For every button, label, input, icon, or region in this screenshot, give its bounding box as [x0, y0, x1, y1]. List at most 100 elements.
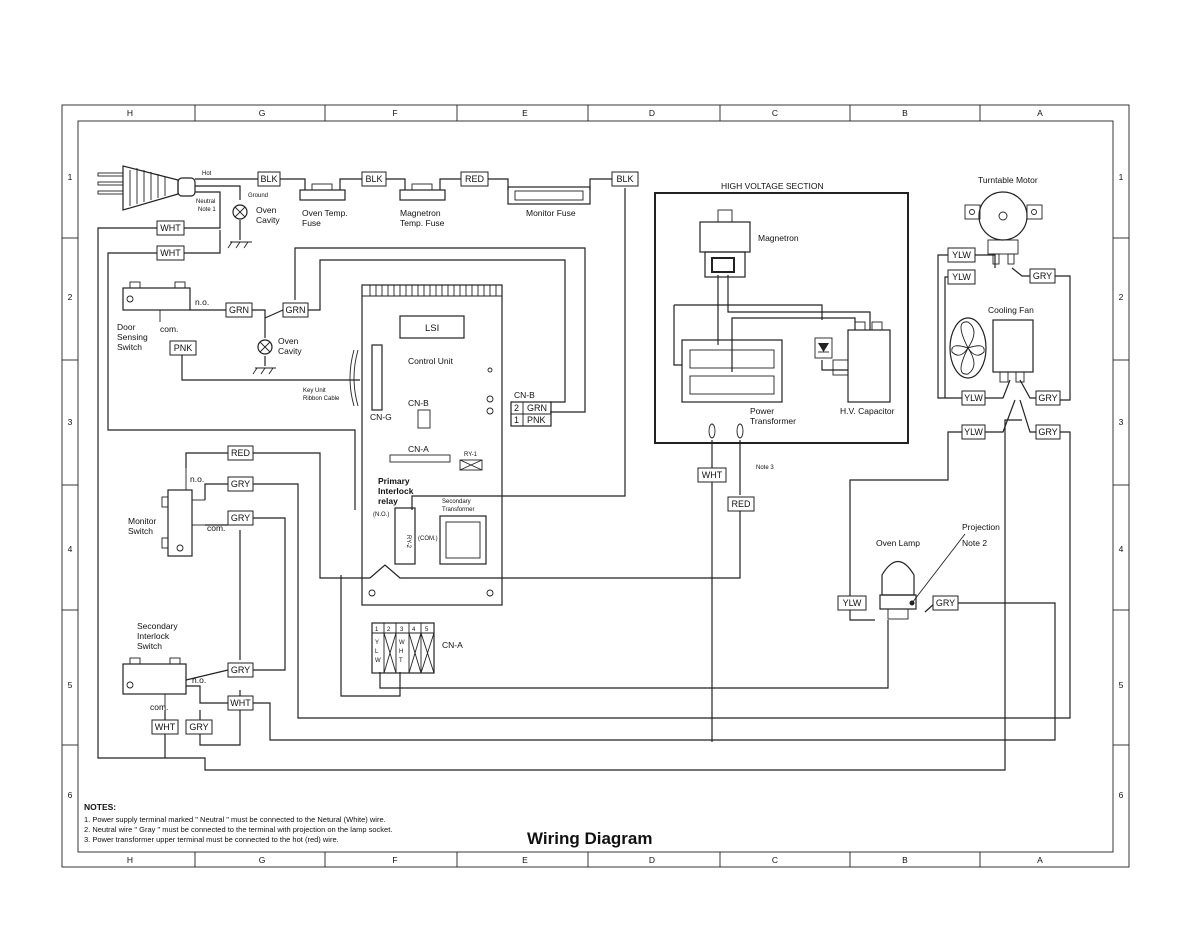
power-plug-icon — [97, 165, 196, 211]
wire-tag: WHT — [702, 470, 723, 480]
lsi-label: LSI — [425, 323, 439, 334]
wire-tag: GRY — [231, 665, 250, 675]
wire-tag: WHT — [230, 698, 251, 708]
col-label: A — [1037, 855, 1043, 865]
cn-b-pin-num: 2 — [514, 403, 519, 413]
wire-tag: WHT — [160, 223, 181, 233]
cn-a-wire-letter: H — [399, 649, 403, 655]
cn-a-pin: 1 — [375, 627, 379, 633]
cn-a-wire-letter: W — [399, 640, 405, 646]
ground-icon — [227, 241, 252, 249]
ry1-label: RY-1 — [464, 452, 478, 458]
col-label: H — [127, 108, 133, 118]
note-item: 2. Neutral wire " Gray " must be connect… — [84, 825, 392, 834]
col-label: C — [772, 855, 778, 865]
high-voltage-section — [654, 192, 909, 444]
no-label: n.o. — [192, 675, 206, 685]
wire-tag: YLW — [843, 598, 862, 608]
wire-tag: RED — [465, 174, 485, 184]
turntable-motor-icon — [964, 191, 1043, 265]
note-item: 1. Power supply terminal marked " Neutra… — [84, 815, 386, 824]
monitor-fuse-icon — [507, 186, 591, 205]
no-label: n.o. — [195, 297, 209, 307]
col-label: D — [649, 855, 655, 865]
wire-tag: GRY — [231, 479, 250, 489]
monitor-fuse-label: Monitor Fuse — [526, 208, 576, 218]
turntable-motor-label: Turntable Motor — [978, 175, 1038, 185]
cn-a-center-label: CN-A — [408, 444, 429, 454]
ribbon-cable-connector — [349, 344, 383, 411]
cn-a-connector — [371, 622, 435, 674]
cn-a-pin: 2 — [387, 627, 391, 633]
wire-tag: GRN — [229, 305, 249, 315]
cn-a-pin: 4 — [412, 627, 416, 633]
ry2-label: RY-2 — [405, 535, 411, 549]
note3-label: Note 3 — [756, 465, 774, 471]
cn-a-pin: 3 — [400, 627, 404, 633]
wire-tag: WHT — [155, 722, 176, 732]
row-label: 4 — [1119, 544, 1124, 554]
note1-label: Note 1 — [198, 207, 216, 213]
magnetron-label: Magnetron — [758, 233, 799, 243]
secondary-interlock-switch-icon — [122, 657, 187, 708]
note-item: 3. Power transformer upper terminal must… — [84, 835, 339, 844]
neutral-label: Neutral — [196, 199, 215, 205]
cn-b-pin-wire: GRN — [527, 403, 547, 413]
cn-b-connector — [510, 401, 552, 427]
col-label: A — [1037, 108, 1043, 118]
control-unit-board — [361, 284, 503, 606]
wire-tag: RED — [231, 448, 251, 458]
col-label: F — [392, 108, 397, 118]
no-label: n.o. — [190, 474, 204, 484]
oven-temp-fuse-icon — [299, 183, 346, 201]
wire-tag: BLK — [260, 174, 277, 184]
cn-a-wire-letter: Y — [375, 640, 379, 646]
cooling-fan-label: Cooling Fan — [988, 305, 1034, 315]
wire-tag: GRY — [1038, 393, 1057, 403]
wire-tag: GRY — [936, 598, 955, 608]
col-label: D — [649, 108, 655, 118]
diagram-title: Wiring Diagram — [527, 829, 652, 848]
wire-tag: GRY — [231, 513, 250, 523]
monitor-switch-icon — [161, 468, 205, 557]
cn-g-label: CN-G — [370, 412, 392, 422]
control-unit-label: Control Unit — [408, 356, 454, 366]
high-voltage-section-label: HIGH VOLTAGE SECTION — [721, 181, 824, 191]
row-label: 5 — [1119, 680, 1124, 690]
drawing-border: H G F E D C B A H G F E D C B A 1 2 3 4 … — [61, 104, 1130, 868]
row-label: 6 — [1119, 790, 1124, 800]
cn-a-wire-letter: W — [375, 658, 381, 664]
oven-cavity-lamp-icon — [232, 204, 248, 220]
door-sensing-switch-icon — [122, 281, 191, 322]
cn-b-pin-num: 1 — [514, 415, 519, 425]
note2-label: Note 2 — [962, 538, 987, 548]
projection-label: Projection — [962, 522, 1000, 532]
cn-b-side-label: CN-B — [514, 390, 535, 400]
wire-tag: GRY — [189, 722, 208, 732]
wire-tag: GRY — [1033, 271, 1052, 281]
row-label: 4 — [68, 544, 73, 554]
wire-tag: BLK — [616, 174, 633, 184]
col-label: B — [902, 108, 908, 118]
wire-tag: WHT — [160, 248, 181, 258]
col-label: G — [259, 108, 266, 118]
oven-lamp-label: Oven Lamp — [876, 538, 920, 548]
row-label: 3 — [68, 417, 73, 427]
oven-cavity-lamp-icon — [257, 339, 273, 355]
col-label: H — [127, 855, 133, 865]
row-label: 1 — [1119, 172, 1124, 182]
wire-tag: GRN — [286, 305, 306, 315]
row-label: 6 — [68, 790, 73, 800]
com-label: com. — [207, 523, 225, 533]
cn-a-wire-letter: L — [375, 649, 379, 655]
wire-tag: BLK — [365, 174, 382, 184]
wire-tags — [151, 171, 1061, 735]
col-label: E — [522, 855, 528, 865]
